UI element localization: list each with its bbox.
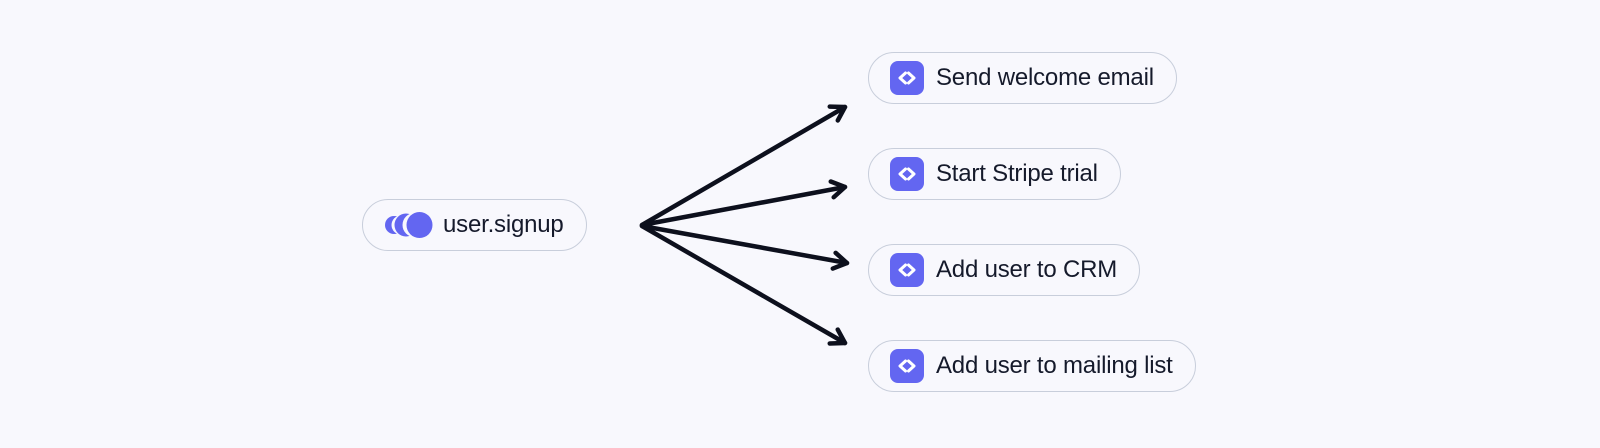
handler-node-add-user-to-crm: Add user to CRM	[868, 244, 1141, 296]
event-node: user.signup	[362, 199, 587, 251]
handler-label: Send welcome email	[936, 64, 1154, 91]
event-label: user.signup	[443, 211, 564, 238]
arrow-to-handler-3	[639, 223, 850, 271]
event-pulse-icon	[385, 212, 433, 238]
handler-node-add-user-to-mailing-list: Add user to mailing list	[868, 340, 1196, 392]
code-icon	[890, 157, 924, 191]
code-icon	[890, 253, 924, 287]
code-icon	[890, 349, 924, 383]
handler-label: Start Stripe trial	[936, 160, 1098, 187]
code-icon	[890, 61, 924, 95]
handler-node-start-stripe-trial: Start Stripe trial	[868, 148, 1121, 200]
arrow-to-handler-2	[639, 179, 848, 228]
arrow-to-handler-4	[639, 223, 848, 346]
arrow-to-handler-1	[639, 104, 848, 228]
handler-label: Add user to mailing list	[936, 352, 1173, 379]
handler-node-send-welcome-email: Send welcome email	[868, 52, 1177, 104]
handler-label: Add user to CRM	[936, 256, 1118, 283]
